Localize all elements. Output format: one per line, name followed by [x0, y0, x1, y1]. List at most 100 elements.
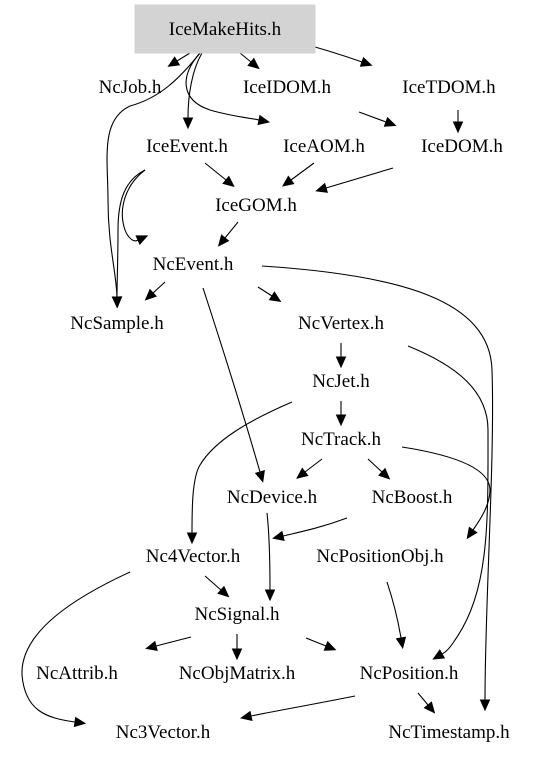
edge-line [106, 52, 201, 298]
node-ncsample[interactable]: NcSample.h [70, 313, 164, 334]
node-iceaom[interactable]: IceAOM.h [283, 136, 365, 157]
node-ncevent[interactable]: NcEvent.h [153, 254, 234, 275]
nodes-layer: IceMakeHits.h NcJob.h IceIDOM.h IceTDOM.… [36, 4, 510, 743]
node-ncsignal[interactable]: NcSignal.h [195, 604, 280, 625]
edge-ncevent-to-ncvertex [257, 286, 282, 303]
edge-line [367, 458, 383, 473]
edge-ncpositionobj-to-ncposition [386, 581, 407, 650]
arrowhead [135, 235, 149, 246]
edge-icemakehits-to-iceaom [185, 52, 270, 126]
edge-ncjet-to-nctrack [335, 401, 347, 427]
edge-nc4vector-to-nc3vector [21, 571, 131, 728]
edge-line [407, 345, 489, 655]
edge-line [386, 581, 402, 639]
edge-line [191, 401, 293, 534]
edge-line [261, 265, 494, 701]
edge-line [257, 286, 273, 297]
edge-iceidom-to-icedom [358, 111, 397, 127]
arrowhead [432, 649, 446, 660]
edge-line [417, 692, 429, 706]
edge-line [204, 575, 222, 591]
arrowhead [186, 532, 198, 545]
edge-nctrack-to-ncpositionobj [401, 446, 491, 540]
arrowhead [315, 182, 328, 193]
edge-line [250, 695, 356, 717]
node-ncdevice[interactable]: NcDevice.h [227, 487, 318, 508]
edge-nctrack-to-ncdevice [296, 458, 323, 479]
edge-ncboost-to-nc4vector [272, 517, 348, 542]
arrowhead [264, 589, 276, 602]
arrowhead [272, 530, 285, 542]
edge-line [187, 52, 203, 119]
edge-line [282, 517, 348, 537]
edge-line [239, 52, 252, 63]
arrowhead [217, 585, 230, 598]
edge-ncvertex-to-ncjet [335, 343, 347, 369]
edge-line [224, 221, 239, 239]
arrowhead [335, 414, 347, 427]
arrowhead [247, 57, 260, 70]
node-icegom[interactable]: IceGOM.h [215, 195, 297, 216]
edge-line [401, 446, 491, 531]
node-icemakehits[interactable]: IceMakeHits.h [169, 19, 282, 40]
arrowhead [217, 234, 230, 247]
edge-iceevent-to-ncsample [111, 169, 146, 309]
edge-icemakehits-to-iceevent [182, 52, 203, 130]
arrowhead [111, 296, 123, 309]
edge-nctrack-to-ncboost [367, 458, 391, 480]
edge-iceevent-to-ncevent [121, 169, 149, 246]
node-iceidom[interactable]: IceIDOM.h [243, 77, 332, 98]
edge-line [116, 169, 146, 298]
edge-line [185, 52, 260, 121]
arrowhead [466, 526, 478, 540]
arrowhead [359, 56, 373, 67]
edge-line [121, 169, 146, 242]
arrowhead [423, 701, 436, 714]
edge-line [176, 52, 191, 62]
edge-icemakehits-to-ncjob [167, 52, 191, 67]
node-icedom[interactable]: IceDOM.h [421, 136, 503, 157]
node-ncboost[interactable]: NcBoost.h [372, 487, 453, 508]
edge-ncposition-to-nc3vector [240, 695, 356, 722]
arrowhead [145, 640, 158, 651]
edge-line [325, 167, 394, 189]
edge-line [304, 458, 323, 473]
edge-icemakehits-to-iceidom [239, 52, 260, 70]
node-nctimestamp[interactable]: NcTimestamp.h [388, 722, 510, 743]
arrowhead [182, 117, 194, 130]
node-ncvertex[interactable]: NcVertex.h [298, 313, 384, 334]
edge-ncevent-to-ncdevice [202, 287, 265, 483]
node-iceevent[interactable]: IceEvent.h [146, 136, 228, 157]
edge-icedom-to-icegom [315, 167, 394, 193]
arrowhead [268, 291, 282, 303]
edge-ncevent-to-ncsample [144, 281, 166, 301]
node-ncpositionobj[interactable]: NcPositionObj.h [316, 546, 444, 567]
node-nc4vector[interactable]: Nc4Vector.h [146, 546, 241, 567]
node-nc3vector[interactable]: Nc3Vector.h [116, 722, 211, 743]
edge-line [358, 111, 387, 123]
root-node-highlight [134, 4, 316, 54]
arrowhead [296, 467, 309, 479]
arrowhead [167, 56, 181, 67]
arrowhead [383, 116, 397, 127]
node-icetdom[interactable]: IceTDOM.h [402, 77, 496, 98]
node-ncattrib[interactable]: NcAttrib.h [36, 663, 118, 684]
edge-ncdevice-to-ncsignal [264, 512, 276, 602]
arrowhead [378, 467, 391, 480]
edge-ncsignal-to-ncposition [305, 637, 337, 651]
arrowhead [479, 699, 491, 712]
edge-line [266, 512, 271, 591]
edge-ncsignal-to-ncobjmatrix [231, 634, 243, 661]
arrowhead [240, 710, 253, 722]
edge-iceaom-to-icegom [281, 162, 315, 187]
edge-ncvertex-to-ncposition [407, 345, 489, 660]
edge-ncposition-to-nctimestamp [417, 692, 436, 714]
node-ncjob[interactable]: NcJob.h [99, 77, 162, 98]
node-ncjet[interactable]: NcJet.h [312, 371, 370, 392]
node-ncposition[interactable]: NcPosition.h [360, 663, 459, 684]
node-nctrack[interactable]: NcTrack.h [301, 429, 382, 450]
edge-line [290, 162, 315, 181]
arrowhead [335, 356, 347, 369]
node-ncobjmatrix[interactable]: NcObjMatrix.h [179, 663, 296, 684]
